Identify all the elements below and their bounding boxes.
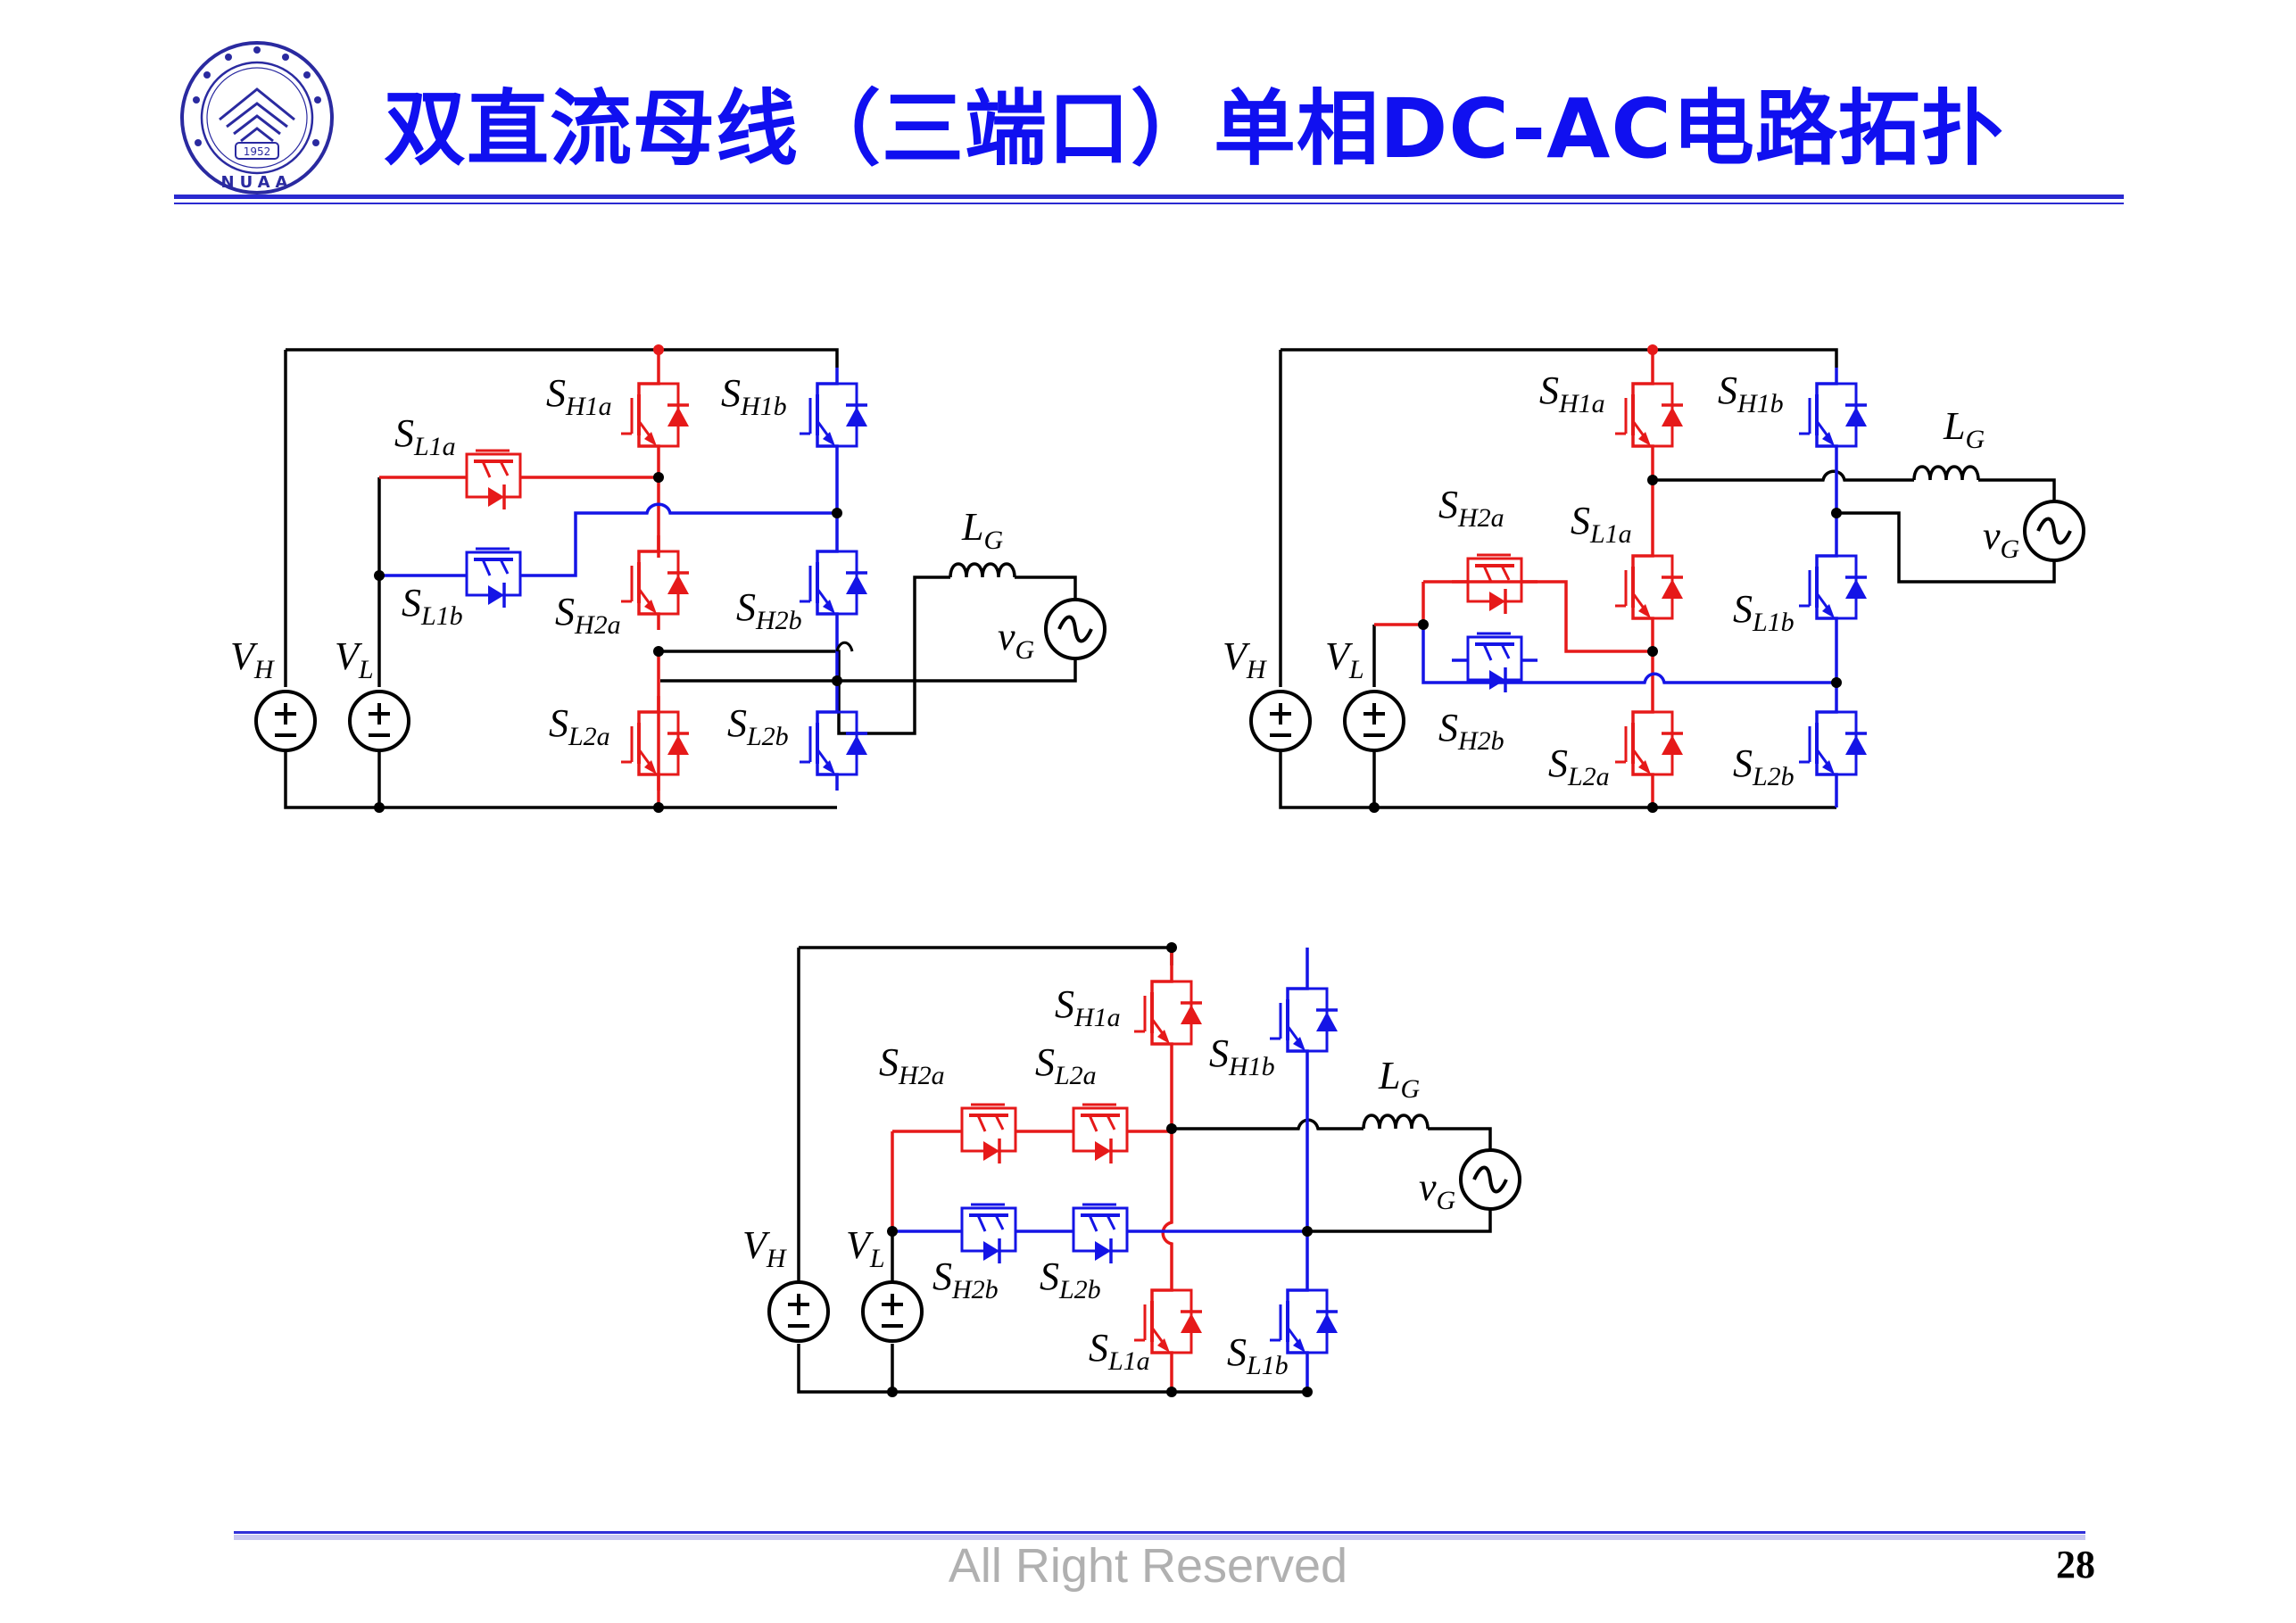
c2-label-sl1a: SL1a — [1571, 499, 1632, 549]
c3-switch-sh1b-icon — [1268, 971, 1339, 1069]
c3-label-sh2a: SH2a — [879, 1040, 945, 1090]
c3-inductor-icon — [1362, 1114, 1430, 1130]
c2-label-sl1b: SL1b — [1733, 587, 1795, 637]
c3-vl-source-icon — [861, 1280, 924, 1343]
c3-switch-sl2a-icon — [1056, 1103, 1145, 1165]
c2-switch-sl1b-icon — [1797, 538, 1869, 636]
c2-label-vg: vG — [1983, 514, 2020, 564]
c2-switch-sh1a-icon — [1613, 366, 1685, 464]
circuit-1 — [254, 344, 1107, 813]
c3-label-sl1a: SL1a — [1089, 1326, 1150, 1376]
c1-switch-sl2a-icon — [619, 694, 691, 792]
c2-label-vl: VL — [1325, 634, 1364, 684]
c1-label-vl: VL — [335, 634, 374, 684]
c2-label-lg: LG — [1943, 404, 1985, 454]
page-title: 双直流母线（三端口）单相DC-AC电路拓扑 — [384, 81, 2004, 177]
c1-label-sl1a: SL1a — [394, 411, 456, 461]
c3-label-vg: vG — [1419, 1165, 1456, 1215]
c3-ac-source-icon — [1459, 1148, 1521, 1211]
c1-switch-sl2b-icon — [798, 694, 869, 792]
c3-label-sh2b: SH2b — [932, 1255, 999, 1304]
footer-rule-shadow — [234, 1535, 2085, 1540]
c1-label-sl2a: SL2a — [549, 701, 610, 751]
c1-inductor-icon — [949, 562, 1016, 579]
c1-switch-sh1a-icon — [619, 366, 691, 464]
c1-label-vh: VH — [230, 634, 276, 684]
c3-switch-sl2b-icon — [1056, 1203, 1145, 1265]
c1-label-vg: vG — [998, 615, 1035, 665]
c3-switch-sh2a-icon — [944, 1103, 1033, 1165]
c2-label-sl2b: SL2b — [1733, 741, 1795, 791]
university-seal-icon: 1952 NUAA — [180, 41, 334, 195]
c1-label-sh2a: SH2a — [555, 590, 621, 640]
c2-label-vh: VH — [1223, 634, 1268, 684]
circuit-3 — [767, 942, 1521, 1397]
c2-switch-sh2a-icon — [1450, 553, 1539, 616]
c1-vl-source-icon — [348, 690, 410, 752]
c2-switch-sh1b-icon — [1797, 366, 1869, 464]
c3-label-sh1a: SH1a — [1055, 982, 1121, 1032]
page-number: 28 — [2056, 1543, 2095, 1586]
c2-switch-sl1a-icon — [1613, 538, 1685, 636]
footer-rule — [234, 1531, 2085, 1534]
c1-switch-sh2a-icon — [619, 534, 691, 632]
c2-label-sh2b: SH2b — [1438, 706, 1504, 756]
seal-year: 1952 — [244, 145, 271, 158]
c1-ac-source-icon — [1044, 598, 1107, 660]
c3-label-vl: VL — [846, 1223, 885, 1273]
seal-letters: NUAA — [221, 173, 294, 192]
title-rule — [174, 195, 2124, 199]
c2-vl-source-icon — [1343, 690, 1405, 752]
c1-switch-sh1b-icon — [798, 366, 869, 464]
c2-ac-source-icon — [2023, 500, 2085, 562]
c3-label-sl2b: SL2b — [1040, 1255, 1101, 1304]
c2-label-sh2a: SH2a — [1438, 483, 1504, 533]
c1-label-lg: LG — [961, 505, 1003, 555]
c1-label-sl1b: SL1b — [402, 581, 463, 631]
c3-switch-sh1a-icon — [1132, 964, 1204, 1062]
c2-label-sl2a: SL2a — [1548, 741, 1610, 791]
c3-label-vh: VH — [742, 1223, 788, 1273]
c2-vh-source-icon — [1249, 690, 1312, 752]
c3-label-sh1b: SH1b — [1209, 1031, 1275, 1081]
c1-vh-source-icon — [254, 690, 317, 752]
c1-switch-sh2b-icon — [798, 534, 869, 632]
c3-vh-source-icon — [767, 1280, 830, 1343]
c3-label-sl1b: SL1b — [1227, 1330, 1289, 1380]
c2-inductor-icon — [1912, 465, 1980, 482]
c1-switch-sl1a-icon — [449, 449, 538, 511]
title-rule-thin — [174, 203, 2124, 204]
c3-label-sl2a: SL2a — [1035, 1040, 1097, 1090]
c2-switch-sl2b-icon — [1797, 694, 1869, 792]
c3-switch-sh2b-icon — [944, 1203, 1033, 1265]
c1-switch-sl1b-icon — [449, 547, 538, 609]
c2-switch-sl2a-icon — [1613, 694, 1685, 792]
c1-label-sh2b: SH2b — [736, 585, 802, 635]
circuit-2 — [1249, 344, 2085, 813]
c3-label-lg: LG — [1378, 1054, 1420, 1104]
footer-text: All Right Reserved — [948, 1539, 1348, 1593]
c2-label-sh1b: SH1b — [1718, 368, 1784, 418]
c1-label-sh1b: SH1b — [721, 371, 787, 421]
c1-label-sh1a: SH1a — [546, 371, 612, 421]
c2-label-sh1a: SH1a — [1539, 368, 1605, 418]
c1-label-sl2b: SL2b — [727, 701, 789, 751]
